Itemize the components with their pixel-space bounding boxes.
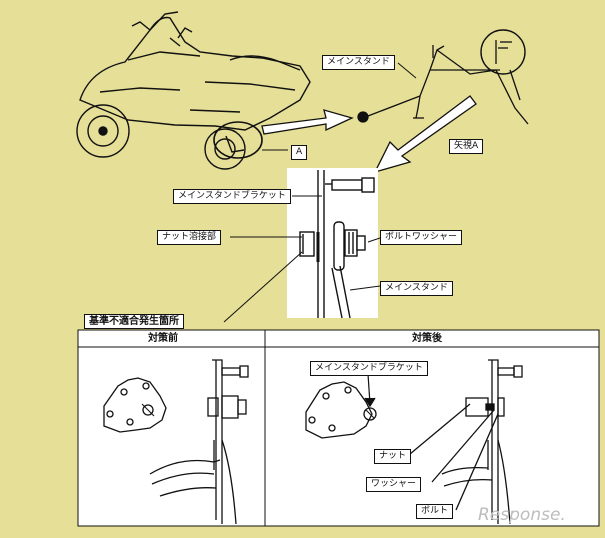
view-a-arrow [373, 95, 477, 174]
bolt-label: ボルト [416, 504, 454, 519]
scooter-illustration [76, 11, 311, 170]
after-drawing [305, 359, 523, 525]
main-stand-illustration [357, 29, 529, 125]
magnify-arrow [261, 109, 354, 135]
bolt-washer-label: ボルトワッシャー [380, 230, 463, 245]
main-stand-detail-label: メインスタンド [380, 281, 453, 296]
after-bracket-label: メインスタンドブラケット [310, 361, 428, 376]
after-header: 対策後 [412, 333, 442, 344]
before-header: 対策前 [148, 333, 178, 344]
a-tag-label: A [291, 145, 308, 160]
defect-location-label: 基準不適合発生箇所 [84, 314, 184, 329]
detail-drawing [299, 170, 375, 319]
washer-label: ワッシャー [366, 477, 422, 492]
main-stand-leader [397, 62, 417, 79]
main-stand-label-top: メインスタンド [322, 55, 395, 70]
before-drawing [103, 359, 249, 525]
view-a-label: 矢視A [449, 139, 484, 154]
comparison-table [77, 329, 600, 527]
nut-label: ナット [374, 449, 412, 464]
watermark: Response. [478, 505, 566, 525]
bracket-label: メインスタンドブラケット [173, 189, 291, 204]
nut-weld-label: ナット溶接部 [157, 230, 222, 245]
detail-leaders [223, 195, 381, 323]
